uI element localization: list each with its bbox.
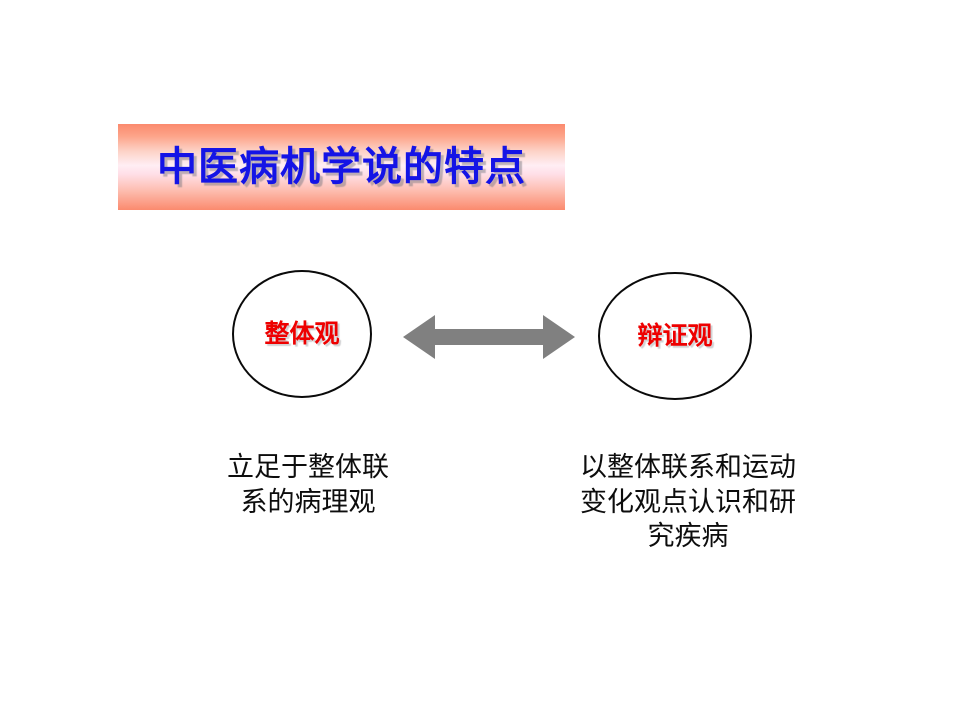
caption-holistic: 立足于整体联 系的病理观 [227, 452, 389, 517]
diagram-node-holistic-label: 整体观 [264, 320, 340, 348]
diagram-node-dialectic-label: 辩证观 [637, 322, 713, 350]
diagram-node-holistic: 整体观 [232, 270, 372, 398]
diagram-node-dialectic: 辩证观 [598, 272, 752, 400]
title-banner: 中医病机学说的特点 [118, 124, 565, 210]
page-title: 中医病机学说的特点 [157, 144, 526, 189]
caption-dialectic: 以整体联系和运动 变化观点认识和研 究疾病 [580, 452, 796, 552]
double-headed-arrow-icon [403, 315, 575, 359]
